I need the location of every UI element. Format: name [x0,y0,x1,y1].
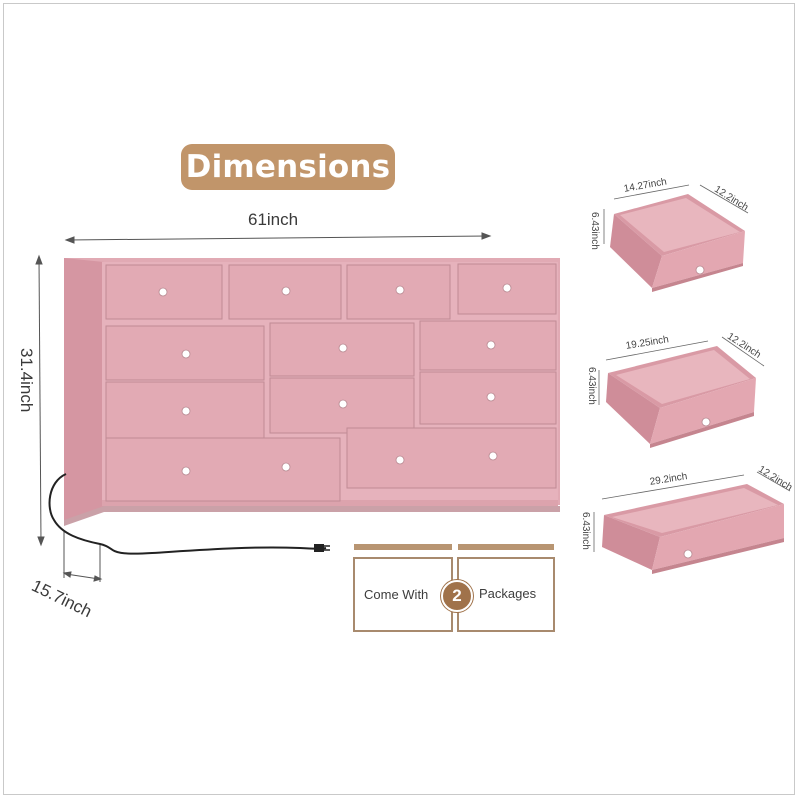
height-dimension-line [35,254,45,547]
drawer-1-height-label: 6.43inch [589,212,600,250]
dresser-height-label: 31.4inch [17,348,36,413]
packages-prefix-text: Come With [364,587,429,602]
drawer-1-illustration [603,184,749,292]
packages-count-badge: 2 [441,580,473,612]
dimensions-title-badge: Dimensions [181,144,395,190]
width-dimension-line [64,232,492,244]
drawer-2-height-label: 6.43inch [586,367,597,405]
drawer-3-illustration [593,471,791,574]
packages-suffix-text: Packages [479,586,537,601]
dresser-width-label: 61inch [248,210,299,229]
drawer-2-illustration [598,336,765,448]
packages-graphic [353,544,555,632]
depth-dimension-line [62,530,103,582]
dresser-illustration [48,258,560,555]
drawer-3-height-label: 6.43inch [580,512,591,550]
